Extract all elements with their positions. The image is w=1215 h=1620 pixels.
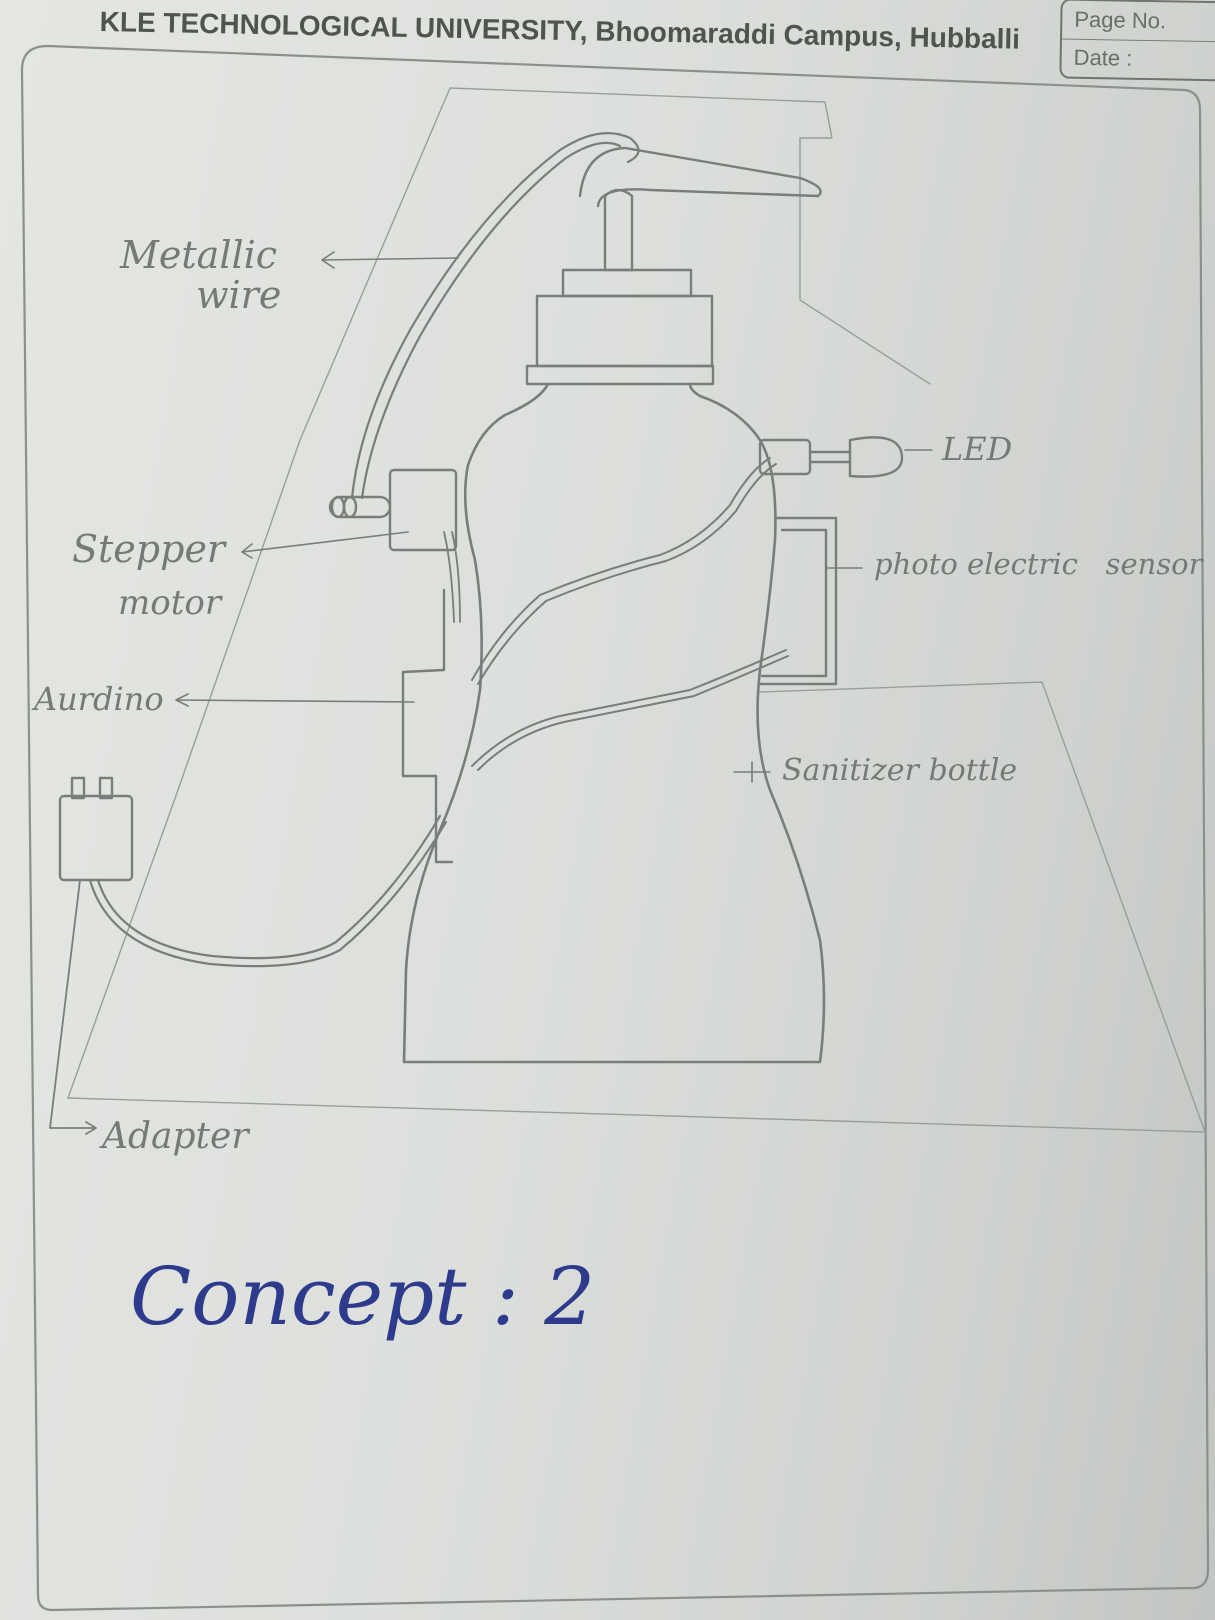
metallic-wire-pointer — [321, 251, 459, 269]
led — [758, 436, 904, 478]
arduino-pointer — [175, 693, 415, 707]
stepper-motor — [328, 468, 458, 552]
label-stepper-motor-2: motor — [118, 583, 223, 623]
bottle-body — [402, 382, 826, 1064]
photoelectric-sensor — [758, 516, 838, 686]
page-border — [20, 44, 1210, 1612]
label-metallic-wire-1: Metallic — [119, 233, 277, 277]
arduino-board — [401, 588, 454, 864]
label-metallic-wire-2: wire — [196, 273, 281, 317]
bottle-pointer — [733, 761, 771, 783]
label-sanitizer-bottle: Sanitizer bottle — [782, 753, 1017, 788]
internal-wires — [471, 457, 789, 771]
label-stepper-motor-1: Stepper — [72, 527, 228, 571]
arduino-wires — [443, 531, 461, 623]
stepper-motor-pointer — [241, 531, 409, 559]
adapter-cable — [88, 814, 448, 968]
label-photoelectric-sensor: photo electric sensor — [874, 547, 1205, 581]
metallic-wire — [350, 132, 640, 500]
adapter — [58, 776, 134, 882]
stand-outline — [67, 87, 1206, 1133]
concept-caption: Concept : 2 — [130, 1250, 595, 1343]
label-adapter: Adapter — [99, 1116, 250, 1157]
pump-head — [525, 146, 822, 386]
adapter-pointer — [49, 879, 97, 1135]
label-arduino: Aurdino — [31, 680, 164, 718]
label-led: LED — [941, 430, 1012, 468]
